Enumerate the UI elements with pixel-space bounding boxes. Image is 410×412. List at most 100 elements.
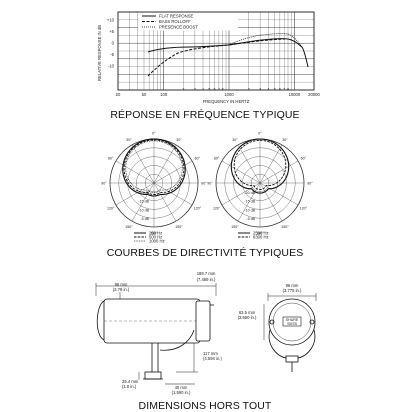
legend-bass: BASS ROLLOFF (159, 19, 191, 24)
curve-flat-response (147, 38, 309, 68)
polar-spoke (221, 160, 261, 184)
polar-spoke (115, 160, 155, 184)
polar-ring-label: -15 dB (138, 200, 149, 204)
yoke-front-left (268, 329, 287, 359)
offset-mm: 63.5 mm (239, 310, 256, 315)
x-tick-label: 1000 (224, 92, 234, 97)
y-tick-label: -5 (110, 52, 114, 57)
right-knob (309, 319, 315, 325)
x-tick-label: 10000 (289, 92, 301, 97)
polar-spoke (259, 182, 283, 222)
polar-angle-label: 180° (150, 232, 158, 236)
x-tick-label: 7 (283, 88, 285, 92)
side-diameter-in: (3.78 in.) (113, 287, 130, 292)
x-tick-label: 6 (214, 88, 216, 92)
legend-500: 500 Hz (149, 235, 162, 240)
polar-spoke (153, 182, 177, 222)
x-tick-label: 2 (182, 88, 184, 92)
polar-angle-label: 30° (282, 138, 288, 142)
polar-right-legend: 2500 Hz 6300 Hz (238, 231, 269, 240)
polar-spoke (259, 144, 283, 184)
polar-ring-label: -20 dB (138, 191, 149, 195)
polar-angle-label: 30° (176, 138, 182, 142)
polar-right-pattern-2500 (230, 138, 290, 194)
polar-spoke (153, 160, 193, 184)
y-tick-label: +10 (107, 18, 115, 23)
rear-cap (195, 300, 211, 342)
mount-in: (1.590 in.) (172, 390, 191, 395)
polar-spoke (237, 182, 261, 222)
mount-mm: 40 mm (175, 385, 188, 390)
offset-in: (2.500 in.) (238, 315, 257, 320)
left-knob (269, 319, 275, 325)
frequency-response-chart: RELATIVE RESPONSE IN dB FREQUENCY IN HER… (97, 11, 321, 104)
length-in: (7.469 in.) (197, 277, 216, 282)
polar-right-grid: 0°30°30°60°60°90°90°120°120°150°150°180°… (207, 132, 313, 236)
x-tick-label: 20000 (308, 92, 320, 97)
polar-spoke (259, 182, 299, 206)
polar-angle-label: 180° (256, 232, 264, 236)
polar-left-legend: 250 Hz 500 Hz 1000 Hz (134, 231, 165, 244)
side-view-drawing (96, 298, 214, 385)
curve-presence-boost (227, 33, 303, 48)
polar-chart-left: 0°30°30°60°60°90°90°120°120°150°150°180°… (101, 132, 207, 244)
polar-angle-label: 0° (152, 132, 156, 136)
front-ring (272, 302, 312, 342)
x-tick-label: 8 (287, 88, 289, 92)
polar-chart-right: 0°30°30°60°60°90°90°120°120°150°150°180°… (207, 132, 313, 240)
badge-model: SM7B (287, 322, 297, 326)
legend-presence: PRESENCE BOOST (159, 25, 198, 30)
legend-box (138, 12, 238, 31)
polar-left-grid: 0°30°30°60°60°90°90°120°120°150°150°180°… (101, 132, 207, 236)
polar-angle-label: 120° (300, 207, 308, 211)
polar-angle-label: 150° (281, 225, 289, 229)
polar-ring-label: -5 dB (246, 217, 255, 221)
polar-angle-label: 90° (207, 182, 213, 186)
polar-angle-label: 60° (301, 157, 307, 161)
polar-angle-label: 90° (101, 182, 107, 186)
polar-angle-label: 120° (194, 207, 202, 211)
x-tick-label: 3 (259, 88, 261, 92)
polar-section-title: COURBES DE DIRECTIVITÉ TYPIQUES (106, 247, 304, 259)
frequency-legend: FLAT RESPONSE BASS ROLLOFF PRESENCE BOOS… (138, 12, 238, 31)
polar-ring-label: -15 dB (244, 200, 255, 204)
polar-ring-label: -10 dB (244, 208, 255, 212)
curve-bass-rolloff (147, 38, 286, 77)
x-tick-label: 8 (222, 88, 224, 92)
legend-2500: 2500 Hz (253, 231, 269, 236)
polar-angle-label: 90° (201, 182, 207, 186)
polar-angle-label: 60° (214, 157, 220, 161)
front-view-dimensions (263, 293, 317, 340)
x-axis-label: FREQUENCY IN HERTZ (203, 99, 250, 104)
legend-flat: FLAT RESPONSE (159, 14, 193, 19)
polar-left-pattern-500 (123, 139, 185, 195)
x-tick-label: 7 (218, 88, 220, 92)
polar-spoke (221, 182, 261, 206)
polar-angle-label: 60° (195, 157, 201, 161)
front-view-drawing (268, 298, 316, 372)
polar-spoke (131, 144, 155, 184)
y-tick-label: -10 (108, 64, 115, 69)
polar-spoke (153, 182, 193, 206)
x-tick-label: 50 (142, 92, 147, 97)
polar-angle-label: 0° (258, 132, 262, 136)
y-tick-label: 0 (112, 41, 115, 46)
polar-angle-label: 30° (232, 138, 238, 142)
polar-angle-label: 150° (231, 225, 239, 229)
y-tick-label: +5 (109, 29, 114, 34)
polar-angle-label: 30° (126, 138, 132, 142)
polar-angle-label: 120° (213, 207, 221, 211)
yoke-arm (159, 329, 195, 351)
length-mm: 189.7 mm (197, 271, 216, 276)
front-diameter-in: (3.775 in.) (283, 288, 302, 293)
polar-spoke (259, 160, 299, 184)
legend-1000: 1000 Hz (149, 239, 165, 244)
base-in: (1.0 in.) (122, 384, 137, 389)
y-axis-label: RELATIVE RESPONSE IN dB (97, 25, 102, 81)
x-tick-label: 100 (160, 92, 168, 97)
x-tick-label: 20 (116, 92, 121, 97)
polar-ring-label: -20 dB (244, 191, 255, 195)
polar-spoke (131, 182, 155, 222)
